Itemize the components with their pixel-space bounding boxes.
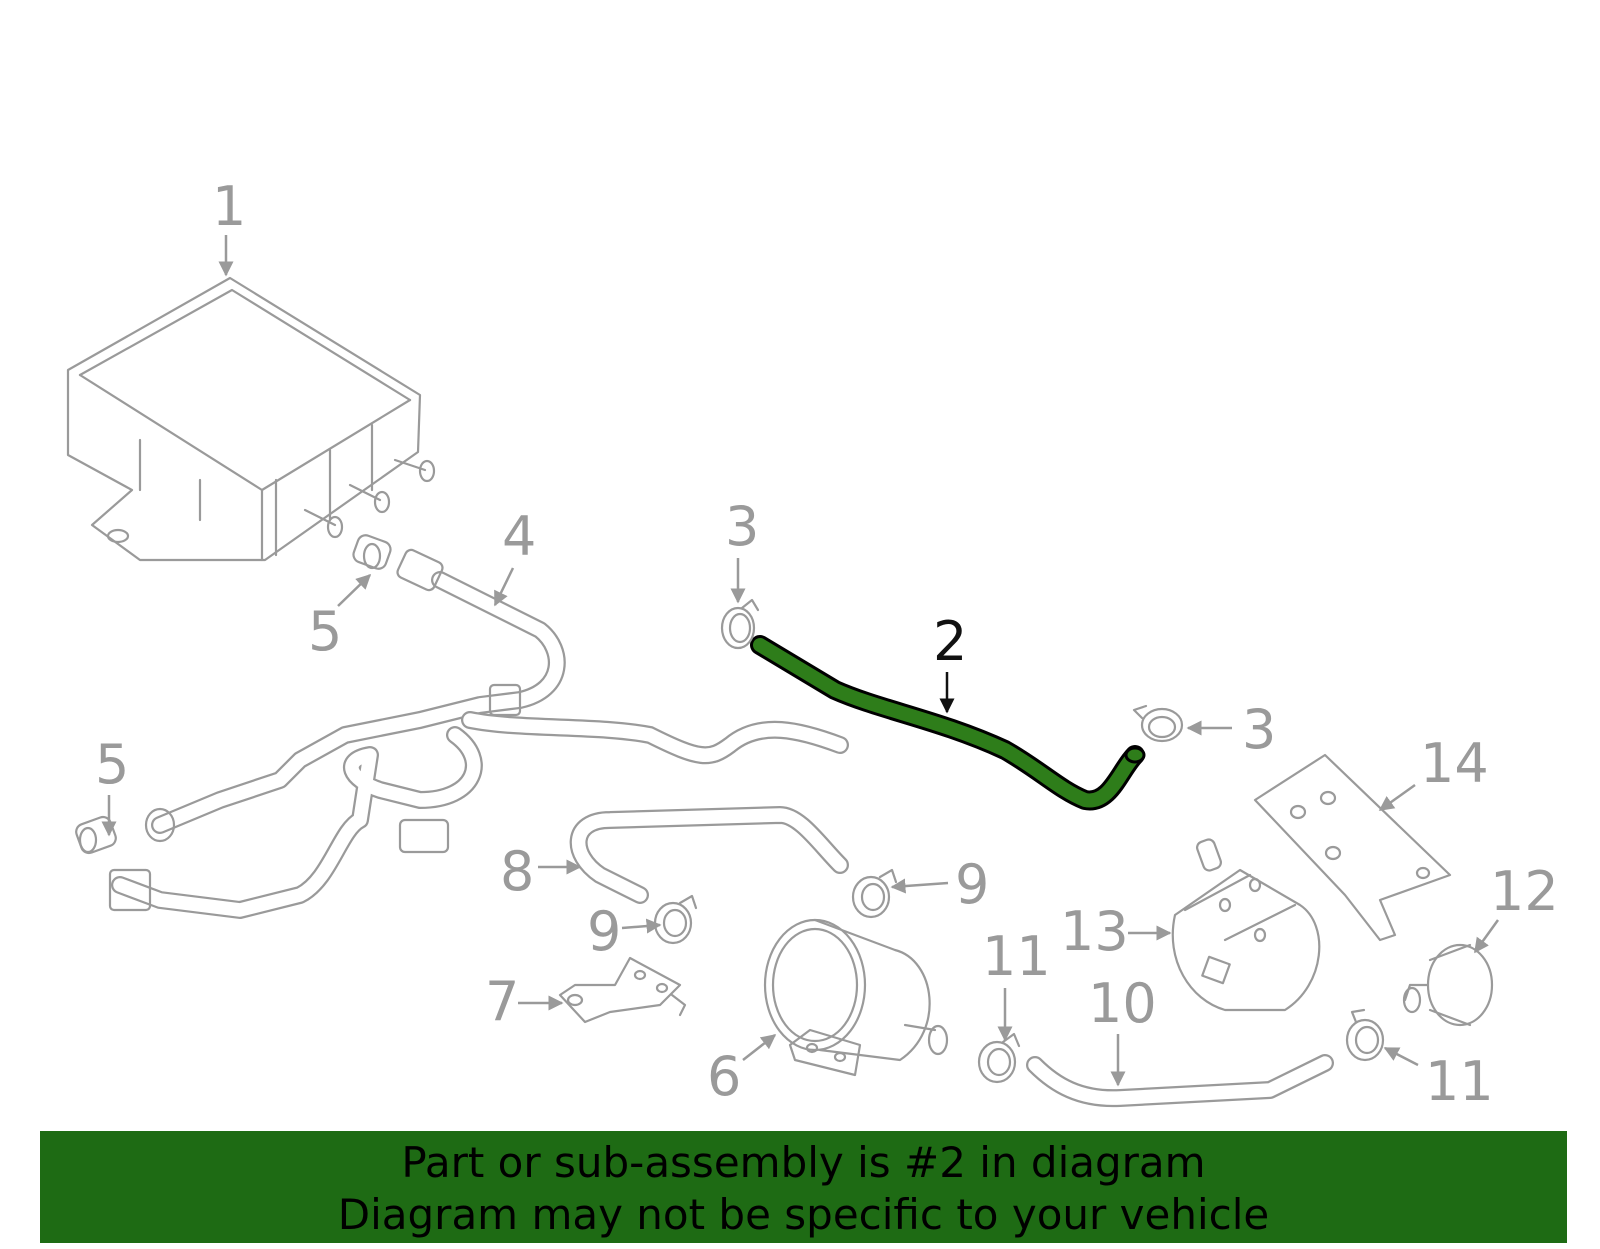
- part-12-cap: [1402, 943, 1494, 1027]
- callout-5-lower: 5: [95, 733, 129, 796]
- part-8-hose: [569, 806, 849, 904]
- part-4-hose: [108, 548, 849, 919]
- info-banner: Part or sub-assembly is #2 in diagram Di…: [40, 1131, 1567, 1243]
- part-3-clamps: [720, 598, 1184, 743]
- part-5-fittings: [75, 534, 392, 855]
- part-10-hose: [1026, 1054, 1334, 1108]
- part-7-bracket: [558, 956, 687, 1024]
- part-6-filter: [763, 918, 949, 1077]
- callout-11-left: 11: [982, 925, 1051, 988]
- callout-3-right: 3: [1242, 698, 1276, 761]
- callout-1: 1: [212, 175, 246, 238]
- callout-8: 8: [500, 840, 534, 903]
- callout-11-right: 11: [1425, 1050, 1494, 1113]
- callout-2: 2: [933, 610, 967, 673]
- callout-9-left: 9: [587, 900, 621, 963]
- callout-9-right: 9: [955, 853, 989, 916]
- callout-13: 13: [1060, 900, 1129, 963]
- callout-7: 7: [485, 970, 519, 1033]
- part-13-valve: [1171, 838, 1321, 1012]
- part-14-bracket: [1253, 753, 1452, 942]
- callout-12: 12: [1490, 860, 1559, 923]
- callout-14: 14: [1420, 732, 1489, 795]
- banner-line-part: Part or sub-assembly is #2 in diagram: [401, 1138, 1206, 1187]
- callout-5-upper: 5: [308, 600, 342, 663]
- callout-3-top: 3: [725, 495, 759, 558]
- callout-4: 4: [502, 505, 536, 568]
- callouts: 1 2 3 3 4 5 5 6 7 8 9 9 10 11 11 12 13: [95, 175, 1559, 1113]
- callout-10: 10: [1088, 972, 1157, 1035]
- part-9-clamps: [653, 868, 898, 945]
- callout-6: 6: [707, 1045, 741, 1108]
- part-2-hose-highlighted: [750, 635, 1146, 811]
- parts-diagram: 1 2 3 3 4 5 5 6 7 8 9 9 10 11 11 12 13: [66, 175, 1559, 1113]
- part-1-canister: [66, 276, 436, 562]
- banner-line-disclaimer: Diagram may not be specific to your vehi…: [337, 1190, 1270, 1239]
- part-11-clamps: [977, 1008, 1385, 1084]
